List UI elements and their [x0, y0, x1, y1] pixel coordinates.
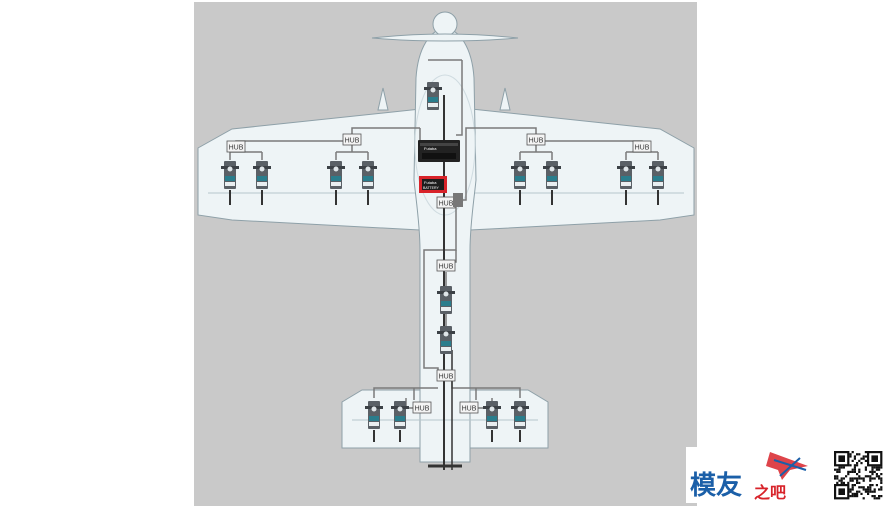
- hubs: HUB HUB HUB HUB HUB HUB HUB HUB HUB: [226, 133, 652, 414]
- servo: [617, 161, 635, 189]
- servo: [359, 161, 377, 189]
- servos: [221, 82, 667, 429]
- propeller: [371, 33, 519, 42]
- hub: HUB: [436, 259, 456, 272]
- plane-logo-icon: [766, 452, 808, 480]
- watermark-accent-text: 之吧: [754, 483, 786, 502]
- servo: [649, 161, 667, 189]
- hub-label: HUB: [439, 374, 454, 381]
- hub-label: HUB: [529, 138, 544, 145]
- hub: HUB: [526, 133, 546, 146]
- switch: [453, 193, 463, 207]
- right-fin: [499, 87, 511, 111]
- hub-label: HUB: [345, 138, 360, 145]
- servo: [391, 401, 409, 429]
- qr-code-icon: [832, 449, 885, 502]
- servo: [437, 326, 455, 354]
- hub-label: HUB: [439, 264, 454, 271]
- hub-label: HUB: [229, 145, 244, 152]
- battery: Futaba BATTERY: [419, 176, 447, 193]
- battery-label: BATTERY: [423, 186, 439, 190]
- hub-label: HUB: [462, 406, 477, 413]
- servo: [253, 161, 271, 189]
- hub: HUB: [436, 369, 456, 382]
- hub: HUB: [632, 140, 652, 153]
- servo: [543, 161, 561, 189]
- servo: [483, 401, 501, 429]
- hub: HUB: [436, 196, 456, 209]
- servo: [327, 161, 345, 189]
- servo: [437, 286, 455, 314]
- servo: [511, 401, 529, 429]
- hub: HUB: [226, 140, 246, 153]
- receiver: Futaba: [418, 140, 460, 162]
- hub: HUB: [459, 401, 479, 414]
- hub: HUB: [412, 401, 432, 414]
- hub-label: HUB: [635, 145, 650, 152]
- watermark: 模友 之吧: [686, 447, 818, 503]
- receiver-brand: Futaba: [424, 146, 437, 151]
- hub: HUB: [342, 133, 362, 146]
- left-fin: [377, 87, 389, 111]
- watermark-main-text: 模友: [690, 471, 742, 501]
- spinner: [432, 11, 458, 37]
- servo: [221, 161, 239, 189]
- servo: [511, 161, 529, 189]
- servo: [424, 82, 442, 110]
- hub-label: HUB: [439, 201, 454, 208]
- hub-label: HUB: [415, 406, 430, 413]
- battery-brand: Futaba: [424, 180, 437, 185]
- servo: [365, 401, 383, 429]
